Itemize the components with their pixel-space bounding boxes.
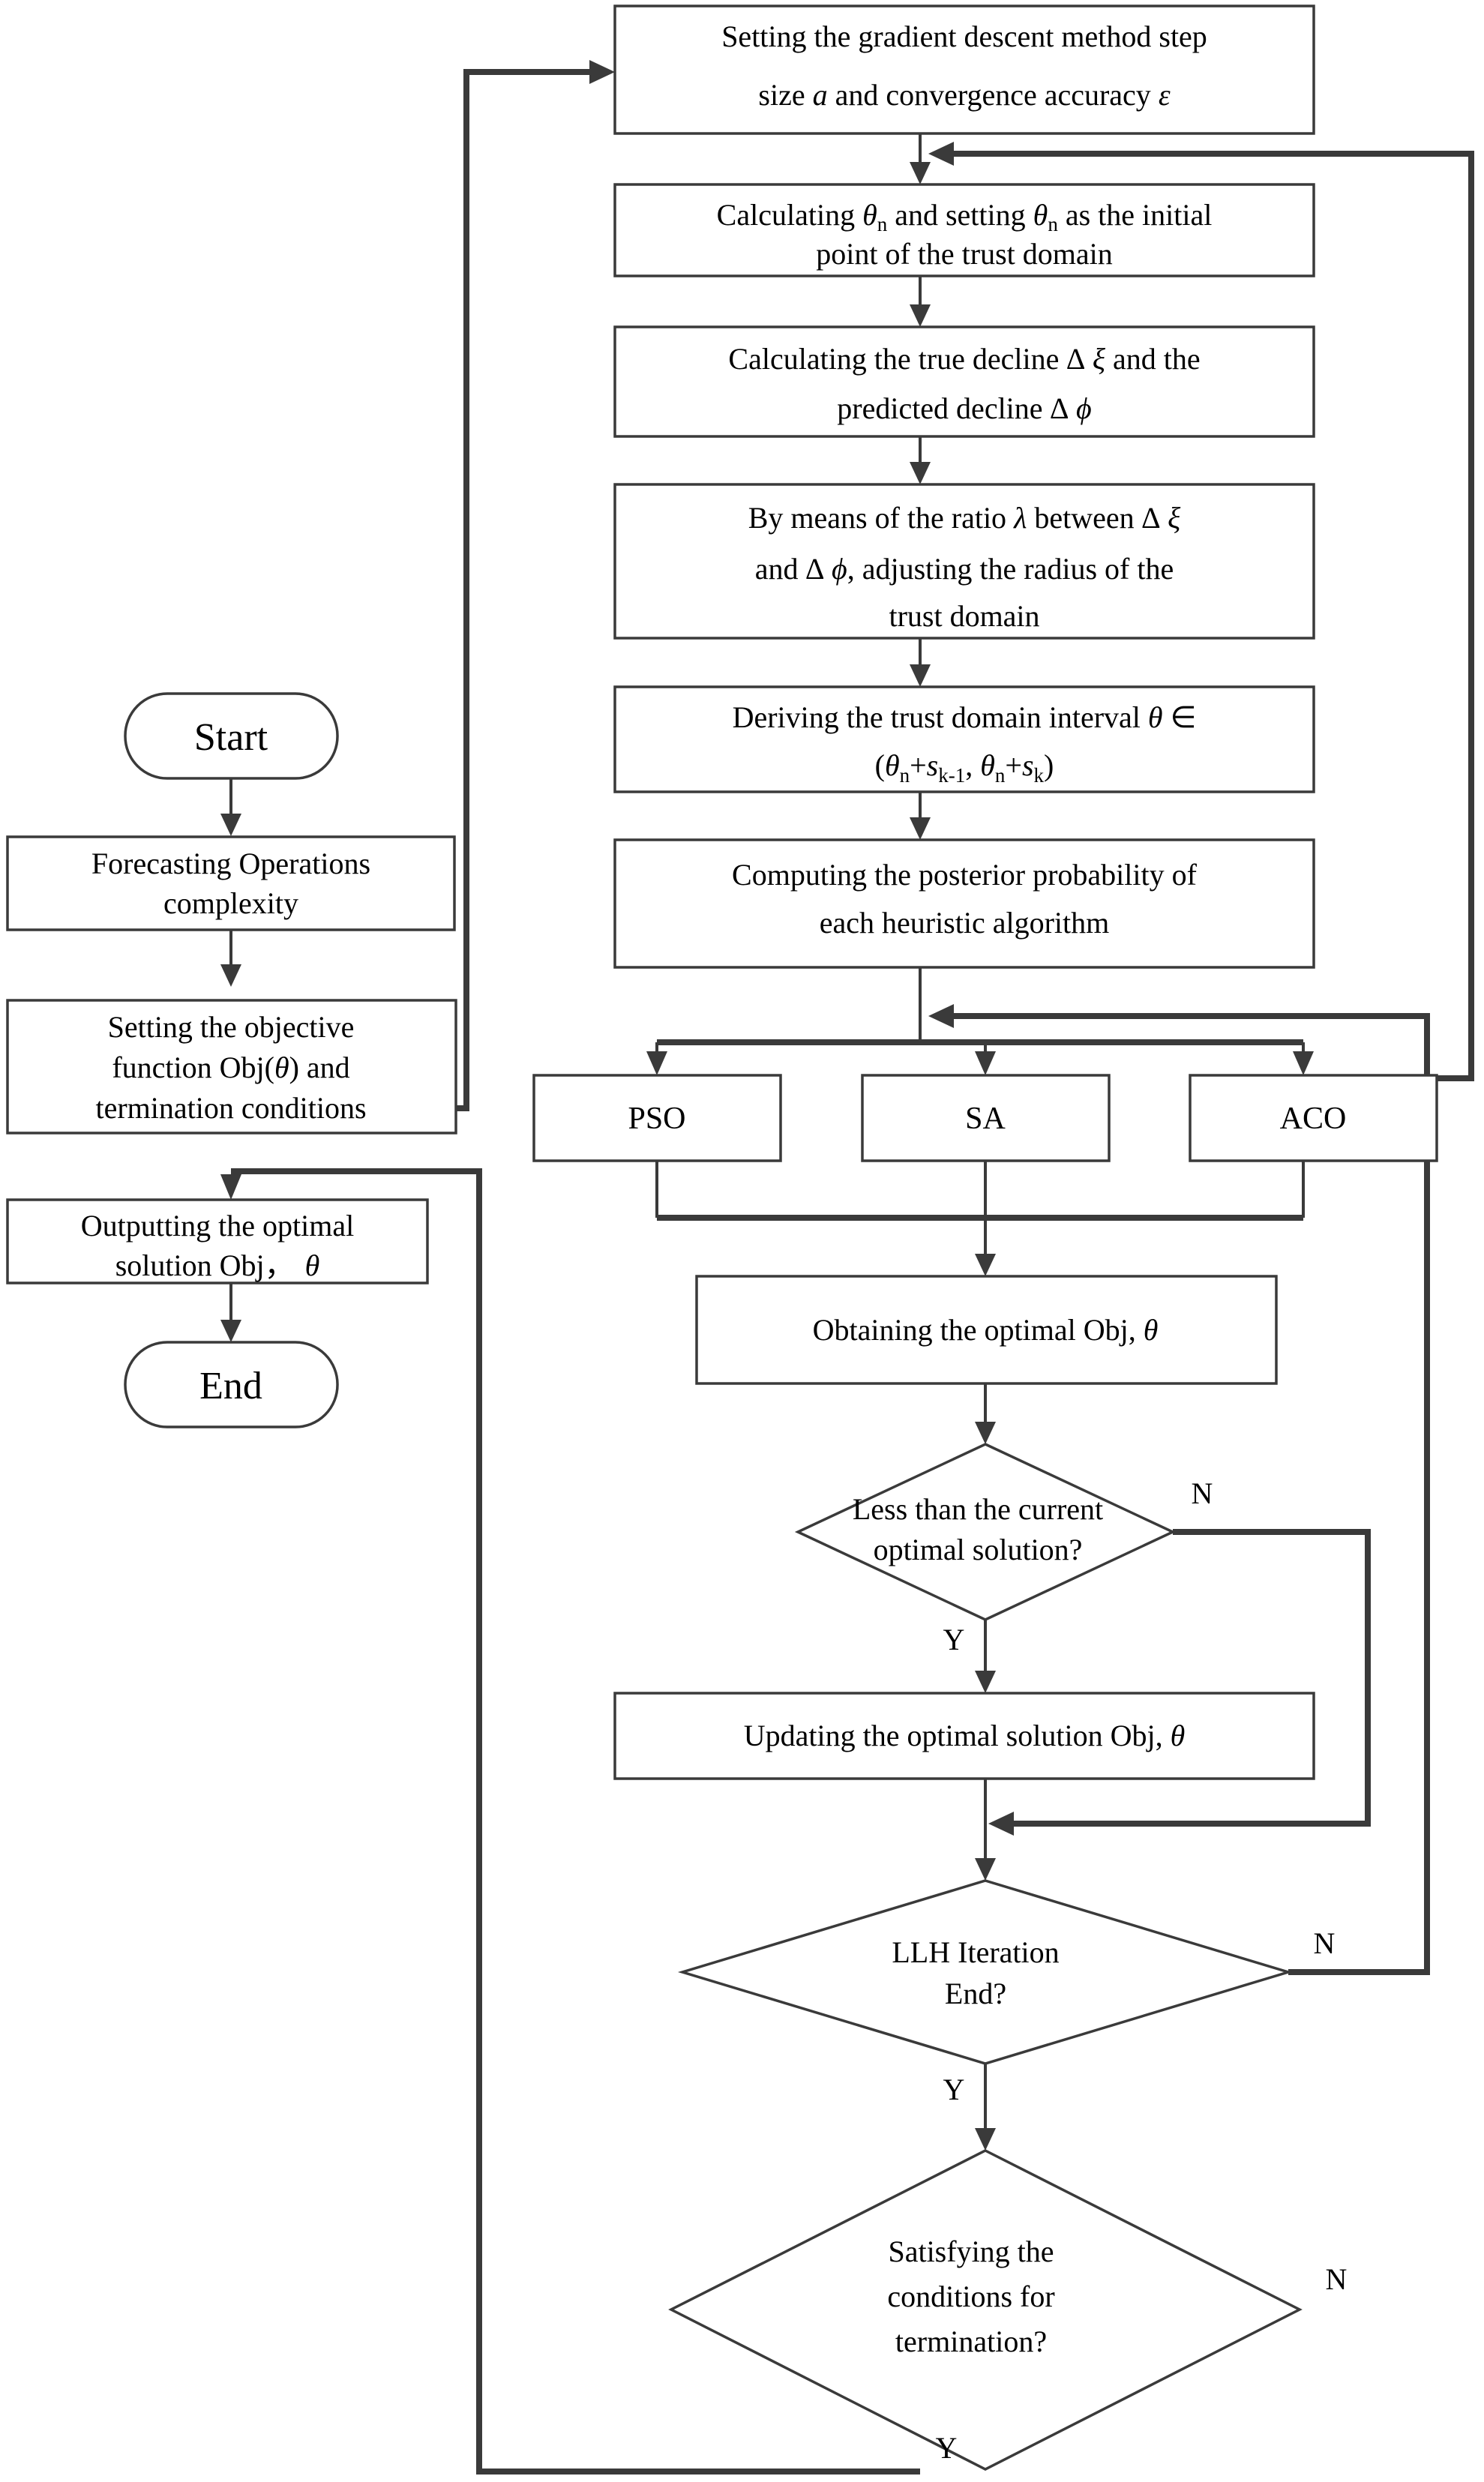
process-set-objective-function bbox=[6, 999, 457, 1135]
decision-termination-no-label: N bbox=[1326, 2262, 1348, 2296]
decision-llh-line1: LLH Iteration bbox=[892, 1935, 1059, 1969]
interval-line2: (θn+sk-1, θn+sk) bbox=[875, 748, 1054, 787]
truedecline-line1: Calculating the true decline ∆ξ and the bbox=[728, 342, 1200, 376]
decision-llh-yes-label: Y bbox=[943, 2073, 965, 2106]
connector-output-to-end bbox=[220, 1283, 241, 1342]
process-algorithm-sa bbox=[861, 1074, 1111, 1162]
objective-line1: Setting the objective bbox=[108, 1010, 355, 1044]
decision-less-than-current bbox=[794, 1443, 1177, 1621]
update-label: Updating the optimal solution Obj, θ bbox=[744, 1719, 1186, 1752]
algorithm-pso-label: PSO bbox=[628, 1102, 685, 1136]
process-forecast-complexity bbox=[6, 835, 456, 931]
connector-lessthan-yes bbox=[975, 1620, 996, 1693]
ratio-line1: By means of the ratio λ between ∆ξ bbox=[748, 501, 1181, 535]
decision-termination-line2: conditions for bbox=[887, 2280, 1054, 2313]
process-compute-posterior bbox=[613, 838, 1315, 969]
decision-llh-iteration-end bbox=[677, 1879, 1294, 2065]
calctheta-line2: point of the trust domain bbox=[816, 237, 1113, 271]
connector-start-to-forecast bbox=[220, 778, 241, 836]
process-output-optimal-solution bbox=[6, 1198, 429, 1284]
algorithm-aco-label: ACO bbox=[1280, 1102, 1347, 1136]
forecast-line2: complexity bbox=[163, 886, 298, 920]
process-set-step-size bbox=[613, 4, 1315, 135]
connector-termination-yes-to-output bbox=[220, 1168, 920, 2475]
output-line2: solution Obj，θ bbox=[115, 1248, 320, 1282]
truedecline-line2: predicted decline ∆ϕ bbox=[837, 391, 1091, 425]
connector-interval-to-posterior bbox=[910, 792, 931, 840]
decision-lessthan-line1: Less than the current bbox=[853, 1492, 1103, 1526]
output-line1: Outputting the optimal bbox=[81, 1209, 354, 1242]
process-obtain-optimal bbox=[695, 1275, 1278, 1385]
connector-lessthan-no bbox=[988, 1529, 1371, 1836]
connector-posterior-to-fanout bbox=[646, 967, 1314, 1075]
decision-termination-yes-label: Y bbox=[936, 2431, 958, 2465]
algorithm-sa-label: SA bbox=[965, 1102, 1006, 1136]
decision-lessthan-no-label: N bbox=[1192, 1476, 1213, 1510]
decision-llh-line2: End? bbox=[945, 1977, 1006, 2010]
terminal-start bbox=[124, 692, 339, 780]
process-algorithm-aco bbox=[1189, 1074, 1438, 1162]
stepsize-line1: Setting the gradient descent method step bbox=[721, 19, 1207, 53]
connector-llh-no-feedback bbox=[928, 1004, 1430, 1975]
posterior-line2: each heuristic algorithm bbox=[820, 906, 1110, 940]
forecast-line1: Forecasting Operations bbox=[91, 847, 370, 880]
objective-line3: termination conditions bbox=[95, 1091, 366, 1125]
stepsize-line2: size a and convergence accuracy ε bbox=[758, 78, 1170, 112]
process-update-optimal bbox=[613, 1692, 1315, 1780]
decision-llh-no-label: N bbox=[1314, 1926, 1336, 1960]
process-calculate-theta-n bbox=[613, 183, 1315, 277]
process-calculate-declines bbox=[613, 325, 1315, 438]
connector-update-to-llh bbox=[975, 1779, 996, 1881]
process-adjust-trust-radius bbox=[613, 483, 1315, 640]
objective-line2: function Obj(θ) and bbox=[112, 1051, 349, 1084]
decision-termination-line3: termination? bbox=[895, 2325, 1047, 2358]
connector-calctheta-to-truedecline bbox=[910, 276, 931, 327]
connector-truedecline-to-ratio bbox=[910, 436, 931, 484]
terminal-start-label: Start bbox=[194, 716, 268, 759]
ratio-line3: trust domain bbox=[889, 599, 1039, 633]
terminal-end-label: End bbox=[199, 1365, 262, 1407]
connector-forecast-to-objective bbox=[220, 930, 241, 987]
process-algorithm-pso bbox=[532, 1074, 782, 1162]
decision-termination-line1: Satisfying the bbox=[888, 2235, 1054, 2268]
connector-llh-yes bbox=[975, 2064, 996, 2151]
connector-ratio-to-interval bbox=[910, 638, 931, 687]
calctheta-line1: Calculating θn and setting θn as the ini… bbox=[717, 198, 1213, 235]
connector-obtain-to-lessthan bbox=[975, 1383, 996, 1444]
connector-stepsize-to-calctheta bbox=[910, 133, 931, 184]
ratio-line2: and ∆ϕ, adjusting the radius of the bbox=[755, 552, 1174, 586]
decision-lessthan-yes-label: Y bbox=[943, 1623, 965, 1656]
posterior-line1: Computing the posterior probability of bbox=[732, 858, 1198, 892]
connector-fanin-to-obtain bbox=[655, 1161, 1305, 1276]
connector-objective-to-stepsize bbox=[456, 60, 615, 1111]
decision-lessthan-line2: optimal solution? bbox=[874, 1533, 1083, 1566]
obtain-label: Obtaining the optimal Obj, θ bbox=[813, 1313, 1159, 1347]
interval-line1: Deriving the trust domain interval θ ∈ bbox=[733, 700, 1197, 734]
terminal-end bbox=[124, 1341, 339, 1428]
decision-termination-conditions bbox=[668, 2149, 1303, 2471]
process-derive-trust-interval bbox=[613, 685, 1315, 793]
